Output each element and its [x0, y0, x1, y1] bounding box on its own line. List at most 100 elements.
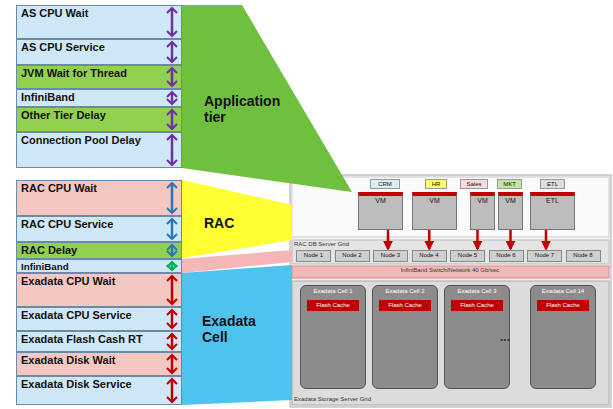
tier-wedge: Application tier — [182, 5, 352, 192]
node-label: InfiniBand — [21, 261, 177, 272]
grid-label: InfiniBand Switch/Network 40 Gb/sec — [401, 267, 500, 273]
span-arrow — [171, 262, 174, 270]
node-label: Node 7 — [529, 252, 560, 259]
span-arrowhead — [167, 81, 177, 86]
span-arrowhead — [167, 276, 177, 281]
node-label: MKT — [499, 181, 520, 188]
vm-box: VM — [498, 192, 523, 230]
node-label: Node 6 — [491, 252, 522, 259]
span-arrowhead — [167, 323, 177, 328]
span-arrow — [171, 42, 174, 62]
metric-box: AS CPU Wait — [16, 5, 182, 39]
ellipsis: ... — [500, 330, 510, 344]
metric-box: Exadata Disk Wait — [16, 352, 182, 376]
span-arrow — [171, 355, 174, 373]
span-arrowhead — [167, 42, 177, 47]
span-arrowhead — [167, 57, 177, 62]
span-arrowhead — [167, 251, 177, 256]
db-node: Node 3 — [373, 250, 408, 262]
infiniband-band — [292, 266, 609, 278]
metric-box: InfiniBand — [16, 89, 182, 107]
span-arrowhead — [167, 31, 177, 36]
node-label: Exadata Cell 14 — [531, 286, 595, 297]
span-arrowhead — [167, 160, 177, 165]
metric-box: RAC CPU Wait — [16, 180, 182, 216]
span-arrowhead — [167, 219, 177, 224]
node-label: RAC CPU Wait — [21, 182, 177, 195]
node-label: Node 4 — [414, 252, 445, 259]
metric-box: RAC CPU Service — [16, 216, 182, 242]
node-label: Other Tier Delay — [21, 109, 177, 122]
span-arrowhead — [167, 310, 177, 315]
node-label: Exadata Disk Wait — [21, 354, 177, 367]
node-label: Exadata CPU Service — [21, 309, 177, 322]
span-arrowhead — [167, 245, 177, 250]
metric-box: Exadata CPU Service — [16, 307, 182, 331]
wedge-polygon — [182, 180, 292, 258]
db-node: Node 6 — [489, 250, 524, 262]
node-label: Exadata Flash Cash RT — [21, 333, 177, 346]
panel — [290, 175, 611, 407]
span-arrowhead — [167, 262, 177, 267]
storage-grid — [292, 281, 609, 405]
db-node: Node 8 — [566, 250, 601, 262]
metric-box: JVM Wait for Thread — [16, 65, 182, 89]
metric-box: Other Tier Delay — [16, 107, 182, 132]
connector — [428, 230, 431, 249]
app-tab: ETL — [540, 179, 565, 189]
node-label: Exadata Cell — [202, 313, 272, 345]
span-arrowhead — [167, 368, 177, 373]
span-arrowhead — [167, 68, 177, 73]
span-arrowhead — [167, 344, 177, 349]
vm-box: VM — [358, 192, 403, 230]
node-label: Node 5 — [452, 252, 483, 259]
span-arrowhead — [167, 110, 177, 115]
span-arrow — [171, 245, 174, 256]
span-arrow — [171, 8, 174, 36]
metric-box: InfiniBand — [16, 259, 182, 273]
span-arrow — [171, 183, 174, 213]
span-arrowhead — [167, 397, 177, 402]
node-label: Exadata CPU Wait — [21, 275, 177, 288]
node-label: Exadata Cell 1 — [301, 286, 365, 297]
node-label: JVM Wait for Thread — [21, 67, 177, 80]
server-grid — [292, 240, 609, 264]
connector — [545, 230, 548, 249]
node-label: Node 2 — [337, 252, 368, 259]
node-label: Application tier — [204, 93, 304, 125]
cache-label: Flash Cache — [307, 300, 359, 311]
span-arrowhead — [167, 183, 177, 188]
node-label: VM — [360, 197, 401, 205]
node-label: Node 3 — [375, 252, 406, 259]
wedge-shape — [182, 265, 292, 405]
db-node: Node 4 — [412, 250, 447, 262]
span-arrowhead — [167, 379, 177, 384]
vm-box: VM — [412, 192, 457, 230]
cache-label: Flash Cache — [451, 300, 503, 311]
node-label: ETL — [542, 181, 563, 188]
db-node: Node 1 — [296, 250, 331, 262]
span-arrow — [171, 334, 174, 349]
node-label: Connection Pool Delay — [21, 134, 177, 147]
tier-wedge: Exadata Cell — [182, 265, 292, 405]
node-label: VM — [500, 197, 521, 205]
exadata-cell: Exadata Cell 14Flash Cache — [530, 285, 596, 389]
db-node: Node 5 — [450, 250, 485, 262]
app-tab: CRM — [370, 179, 400, 189]
node-label: Exadata Cell 2 — [373, 286, 437, 297]
span-arrow — [171, 110, 174, 129]
span-arrowhead — [167, 8, 177, 13]
connector — [476, 230, 479, 249]
metric-box: Exadata Flash Cash RT — [16, 331, 182, 352]
node-label: HR — [427, 181, 445, 188]
span-arrowhead — [167, 124, 177, 129]
grid-label: Exadata Storage Server Grid — [294, 396, 371, 402]
node-label: Node 8 — [568, 252, 599, 259]
db-node: Node 2 — [335, 250, 370, 262]
wedge-polygon — [182, 5, 352, 192]
grid-label: RAC DB Server Grid — [294, 241, 349, 247]
app-tab: MKT — [497, 179, 522, 189]
node-label: InfiniBand — [21, 91, 177, 104]
metric-box: Exadata CPU Wait — [16, 273, 182, 307]
span-arrowhead — [167, 208, 177, 213]
